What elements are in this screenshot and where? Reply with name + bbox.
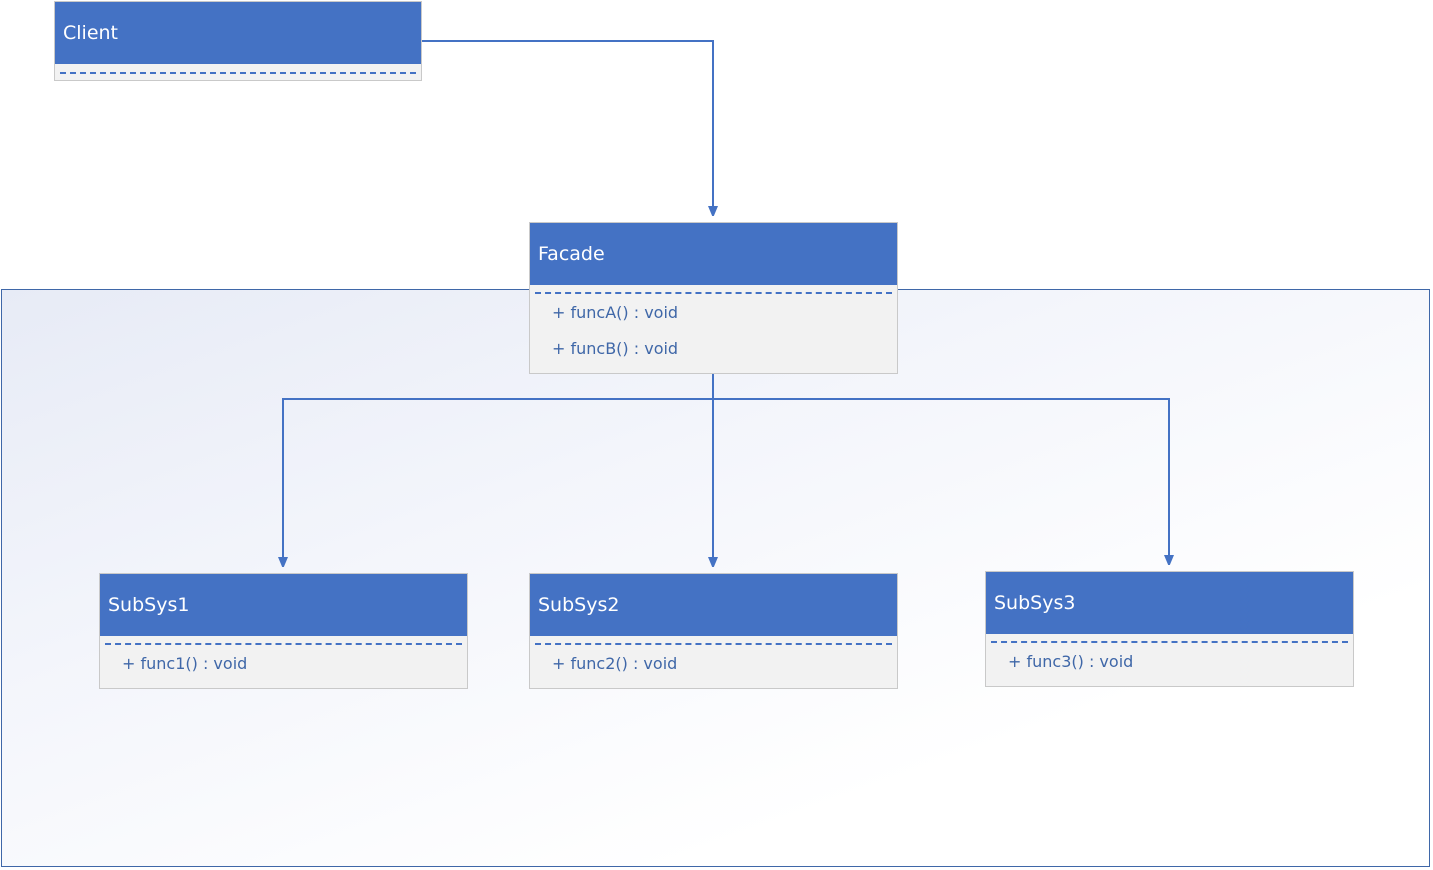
class-subsys3-separator [991, 641, 1348, 643]
class-subsys3-body: + func3() : void [986, 634, 1353, 686]
class-subsys3-header: SubSys3 [986, 572, 1353, 634]
class-subsys2-name: SubSys2 [538, 594, 620, 616]
class-client-body [55, 64, 421, 81]
class-facade-body: + funcA() : void + funcB() : void [530, 285, 897, 373]
class-subsys1-header: SubSys1 [100, 574, 467, 636]
class-subsys3-method-func3: + func3() : void [1008, 652, 1134, 671]
class-client-name: Client [63, 22, 119, 44]
class-subsys1-separator [105, 643, 462, 645]
class-facade[interactable]: Facade + funcA() : void + funcB() : void [529, 222, 898, 374]
class-subsys2[interactable]: SubSys2 + func2() : void [529, 573, 898, 689]
class-subsys2-body: + func2() : void [530, 636, 897, 688]
class-client[interactable]: Client [54, 1, 422, 81]
class-subsys2-header: SubSys2 [530, 574, 897, 636]
class-facade-separator [535, 292, 892, 294]
class-subsys2-separator [535, 643, 892, 645]
class-subsys1[interactable]: SubSys1 + func1() : void [99, 573, 468, 689]
class-subsys3-name: SubSys3 [994, 592, 1076, 614]
class-subsys3[interactable]: SubSys3 + func3() : void [985, 571, 1354, 687]
class-client-separator [60, 72, 416, 74]
connector-client-to-facade [422, 40, 713, 212]
class-facade-name: Facade [538, 243, 605, 265]
class-client-header: Client [55, 2, 421, 64]
class-facade-header: Facade [530, 223, 897, 285]
class-subsys1-body: + func1() : void [100, 636, 467, 688]
class-facade-method-funcA: + funcA() : void [552, 303, 679, 322]
class-subsys2-method-func2: + func2() : void [552, 654, 678, 673]
class-subsys1-method-func1: + func1() : void [122, 654, 248, 673]
class-facade-method-funcB: + funcB() : void [552, 339, 679, 358]
class-subsys1-name: SubSys1 [108, 594, 190, 616]
